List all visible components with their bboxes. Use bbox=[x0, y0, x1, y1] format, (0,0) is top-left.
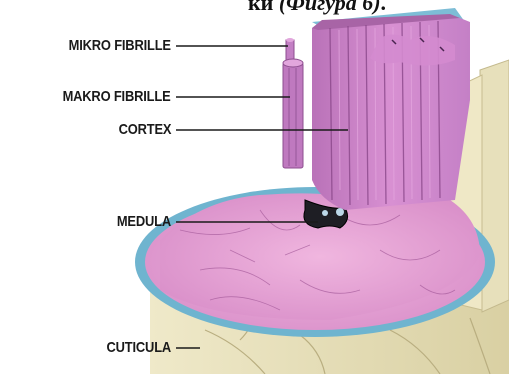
label-mikro-fibrille: MIKRO FIBRILLE bbox=[69, 37, 171, 54]
medula-disc bbox=[145, 193, 485, 330]
cortex-block bbox=[312, 14, 470, 210]
figure-caption: ки (Фигура 6). bbox=[248, 0, 386, 16]
label-cortex: CORTEX bbox=[118, 121, 171, 138]
fibrille-rods bbox=[283, 38, 303, 168]
caption-figure-ref: (Фигура 6) bbox=[279, 0, 381, 15]
label-medula: MEDULA bbox=[117, 213, 171, 230]
label-cuticula: CUTICULA bbox=[106, 339, 171, 356]
label-makro-fibrille: MAKRO FIBRILLE bbox=[63, 88, 171, 105]
caption-prefix: ки bbox=[248, 0, 273, 15]
caption-suffix: . bbox=[381, 0, 387, 15]
